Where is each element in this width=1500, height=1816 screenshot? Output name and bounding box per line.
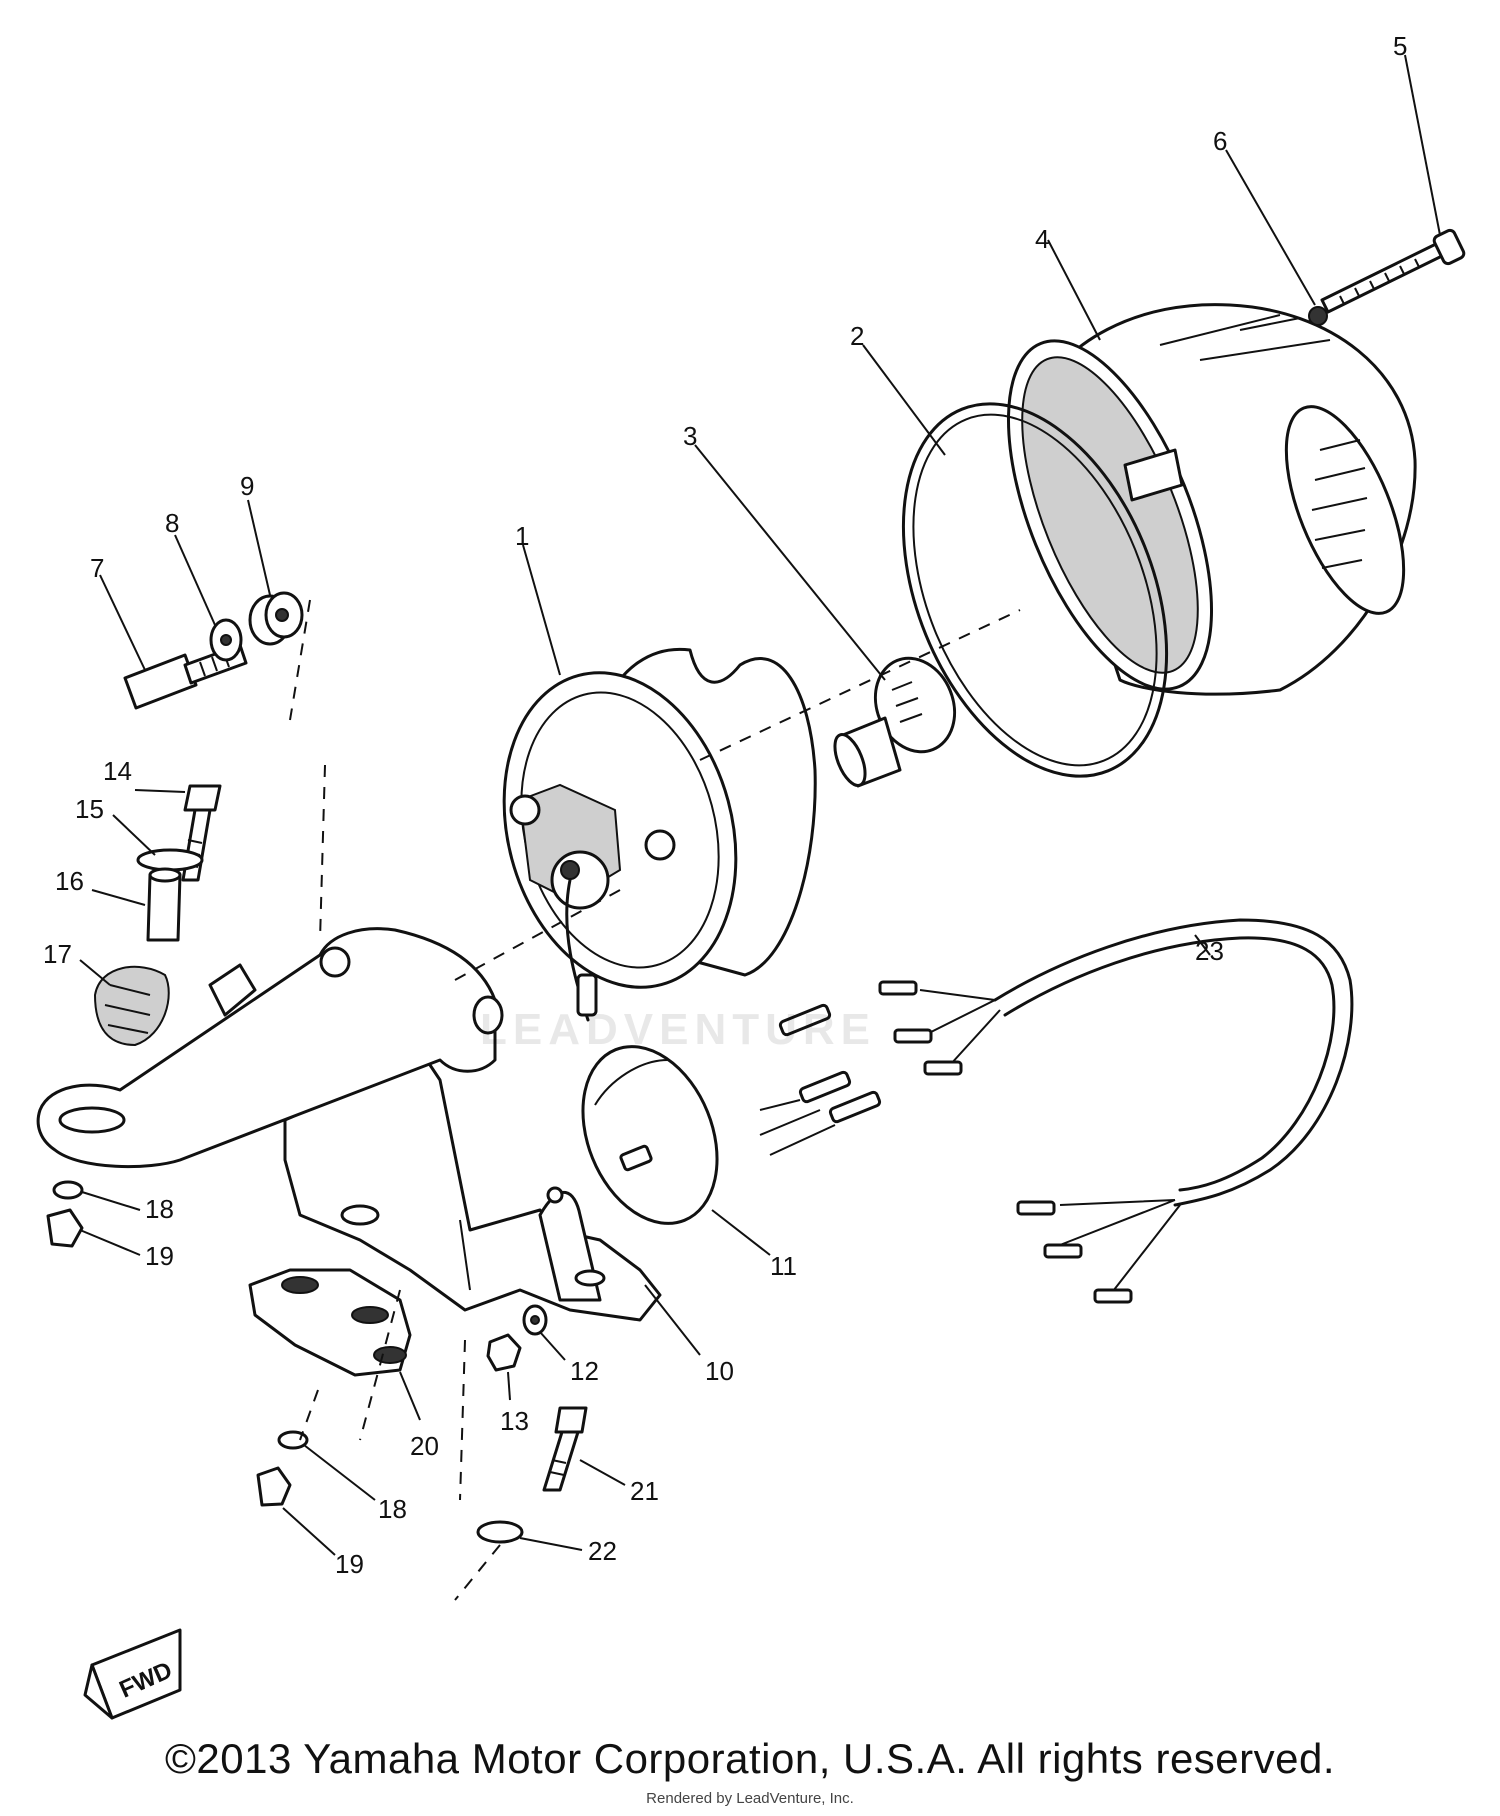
- callout-12: 12: [570, 1356, 599, 1386]
- part-16-collar: [146, 867, 182, 942]
- callout-labels: 5 6 4 2 3 1 9 8 7 14 15 16 17 18 19 23 1…: [43, 31, 1407, 1579]
- part-5-screw: [1320, 228, 1466, 314]
- part-15-washer: [136, 848, 204, 872]
- part-3-bulb: [833, 656, 957, 788]
- part-18-washer-a: [52, 1180, 84, 1200]
- assembly-guide-lines: [289, 599, 1021, 1601]
- callout-22: 22: [588, 1536, 617, 1566]
- part-8-washer: [209, 618, 243, 662]
- leader-lines: [79, 54, 1441, 1556]
- callout-13: 13: [500, 1406, 529, 1436]
- part-18-washer-b: [277, 1430, 309, 1450]
- part-22-washer: [476, 1520, 524, 1544]
- part-21-bolt: [542, 1406, 588, 1492]
- part-2-gasket: [901, 402, 1169, 778]
- callout-18-upper: 18: [145, 1194, 174, 1224]
- part-19-nut-b: [256, 1466, 292, 1507]
- part-9-grommet: [248, 591, 304, 646]
- rendered-by-credit: Rendered by LeadVenture, Inc.: [646, 1790, 854, 1807]
- fwd-arrow: FWD: [83, 1628, 182, 1720]
- part-4-lens-housing: [1006, 303, 1417, 696]
- callout-10: 10: [705, 1356, 734, 1386]
- callout-21: 21: [630, 1476, 659, 1506]
- part-13-nut: [486, 1333, 522, 1372]
- part-19-nut-a: [46, 1208, 84, 1248]
- callout-2: 2: [850, 321, 864, 351]
- part-20-holder: [248, 1268, 412, 1377]
- callout-20: 20: [410, 1431, 439, 1461]
- callout-16: 16: [55, 866, 84, 896]
- callout-7: 7: [90, 553, 104, 583]
- main-bracket-arm: [36, 927, 504, 1169]
- callout-14: 14: [103, 756, 132, 786]
- part-10-bracket: [283, 1048, 662, 1322]
- callout-23: 23: [1195, 936, 1224, 966]
- part-1-lamp-base: [502, 647, 817, 1022]
- callout-17: 17: [43, 939, 72, 969]
- part-12-washer: [522, 1304, 548, 1336]
- callout-9: 9: [240, 471, 254, 501]
- callout-5: 5: [1393, 31, 1407, 61]
- callout-19-lower: 19: [335, 1549, 364, 1579]
- callout-19-upper: 19: [145, 1241, 174, 1271]
- part-11-reflector: [581, 1045, 719, 1225]
- callout-8: 8: [165, 508, 179, 538]
- part-17-damper: [93, 965, 170, 1047]
- part-6-washer: [1308, 306, 1328, 326]
- callout-1: 1: [515, 521, 529, 551]
- callout-6: 6: [1213, 126, 1227, 156]
- part-23-wire-harness: [759, 918, 1354, 1304]
- callout-3: 3: [683, 421, 697, 451]
- callout-4: 4: [1035, 224, 1049, 254]
- callout-15: 15: [75, 794, 104, 824]
- watermark: LEADVENTURE: [480, 1005, 877, 1054]
- copyright-notice: ©2013 Yamaha Motor Corporation, U.S.A. A…: [164, 1735, 1336, 1782]
- callout-11: 11: [770, 1251, 797, 1281]
- callout-18-lower: 18: [378, 1494, 407, 1524]
